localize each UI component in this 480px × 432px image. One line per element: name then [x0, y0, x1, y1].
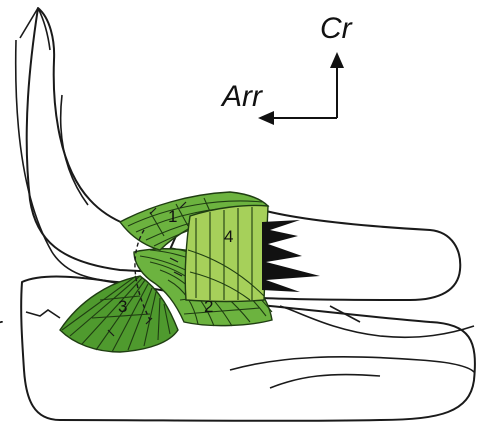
ligament-label-4: 4 [224, 227, 233, 246]
ligament-4 [185, 205, 268, 301]
ligament-label-2: 2 [204, 297, 213, 316]
ligament-label-1: 1 [168, 207, 177, 226]
edge-fragment-letter: r [0, 313, 3, 340]
rostral-label: Arr [220, 80, 263, 113]
ligament-label-3: 3 [118, 297, 127, 316]
cranial-label: Cr [320, 12, 353, 45]
orientation-indicator: Cr Arr [220, 12, 353, 125]
